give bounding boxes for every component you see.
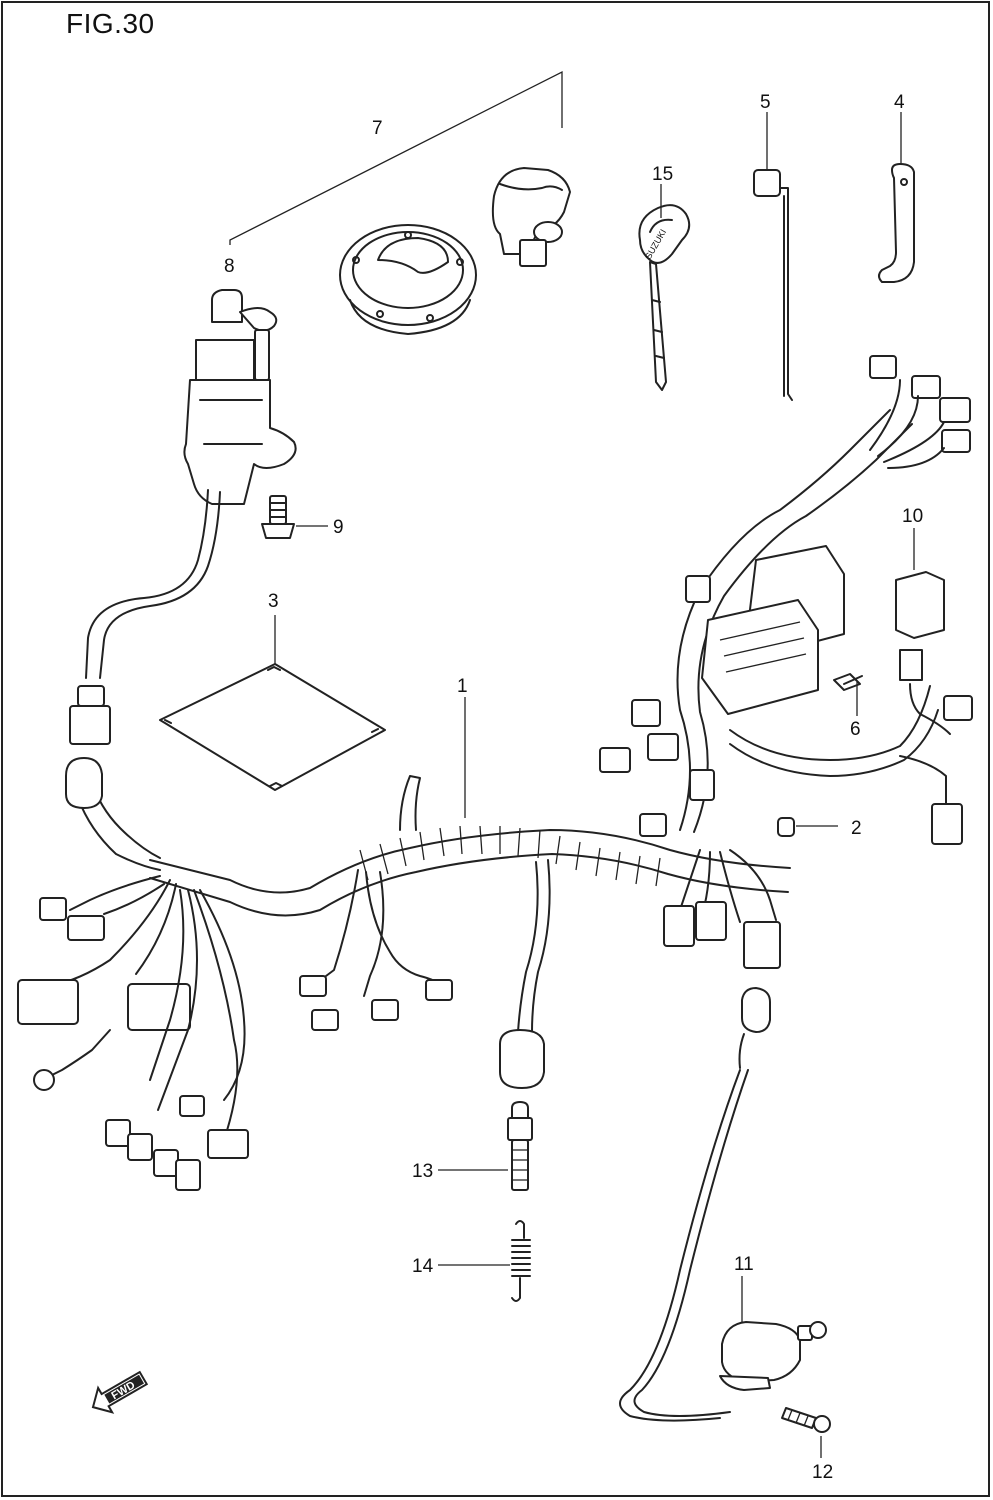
- callout-9: 9: [333, 517, 344, 538]
- main-harness: [17, 355, 973, 1191]
- callout-11: 11: [734, 1254, 754, 1275]
- switch-part-13: [438, 1101, 533, 1191]
- callout-3: 3: [268, 591, 279, 612]
- bolt-part-6: [833, 673, 863, 716]
- fwd-direction-badge: FWD: [91, 1370, 149, 1414]
- callout-2: 2: [851, 818, 862, 839]
- callout-4: 4: [894, 92, 905, 113]
- spring-part-14: [438, 1220, 531, 1302]
- callout-12: 12: [812, 1462, 833, 1483]
- relay-part-10: [895, 528, 951, 735]
- callout-5: 5: [760, 92, 771, 113]
- callout-10: 10: [902, 506, 923, 527]
- fuel-cap: [339, 224, 477, 335]
- sheet-part-3: [159, 615, 386, 791]
- callout-8: 8: [224, 256, 235, 277]
- callout-labels: 1 2 3 4 5 6 7 8 9 10 11 12 13 14 15: [224, 92, 923, 1483]
- lock-set-bracket: [229, 70, 563, 245]
- side-stand-switch-part-11: [619, 987, 827, 1422]
- screw-part-9: [261, 495, 328, 539]
- callout-15: 15: [652, 164, 673, 185]
- callout-13: 13: [412, 1161, 433, 1182]
- callout-1: 1: [457, 676, 468, 697]
- connector-part-2: [777, 817, 838, 837]
- callout-14: 14: [412, 1256, 434, 1277]
- clamp-part-4: [878, 112, 915, 283]
- seat-lock: [491, 167, 571, 267]
- callout-6: 6: [850, 719, 861, 740]
- key-part-15: SUZUKI: [638, 184, 691, 391]
- screw-part-12: [781, 1407, 831, 1458]
- callout-7: 7: [372, 118, 383, 139]
- figure-title: FIG.30: [66, 8, 155, 39]
- cable-tie-part-5: [753, 112, 793, 401]
- ignition-switch: [69, 289, 297, 745]
